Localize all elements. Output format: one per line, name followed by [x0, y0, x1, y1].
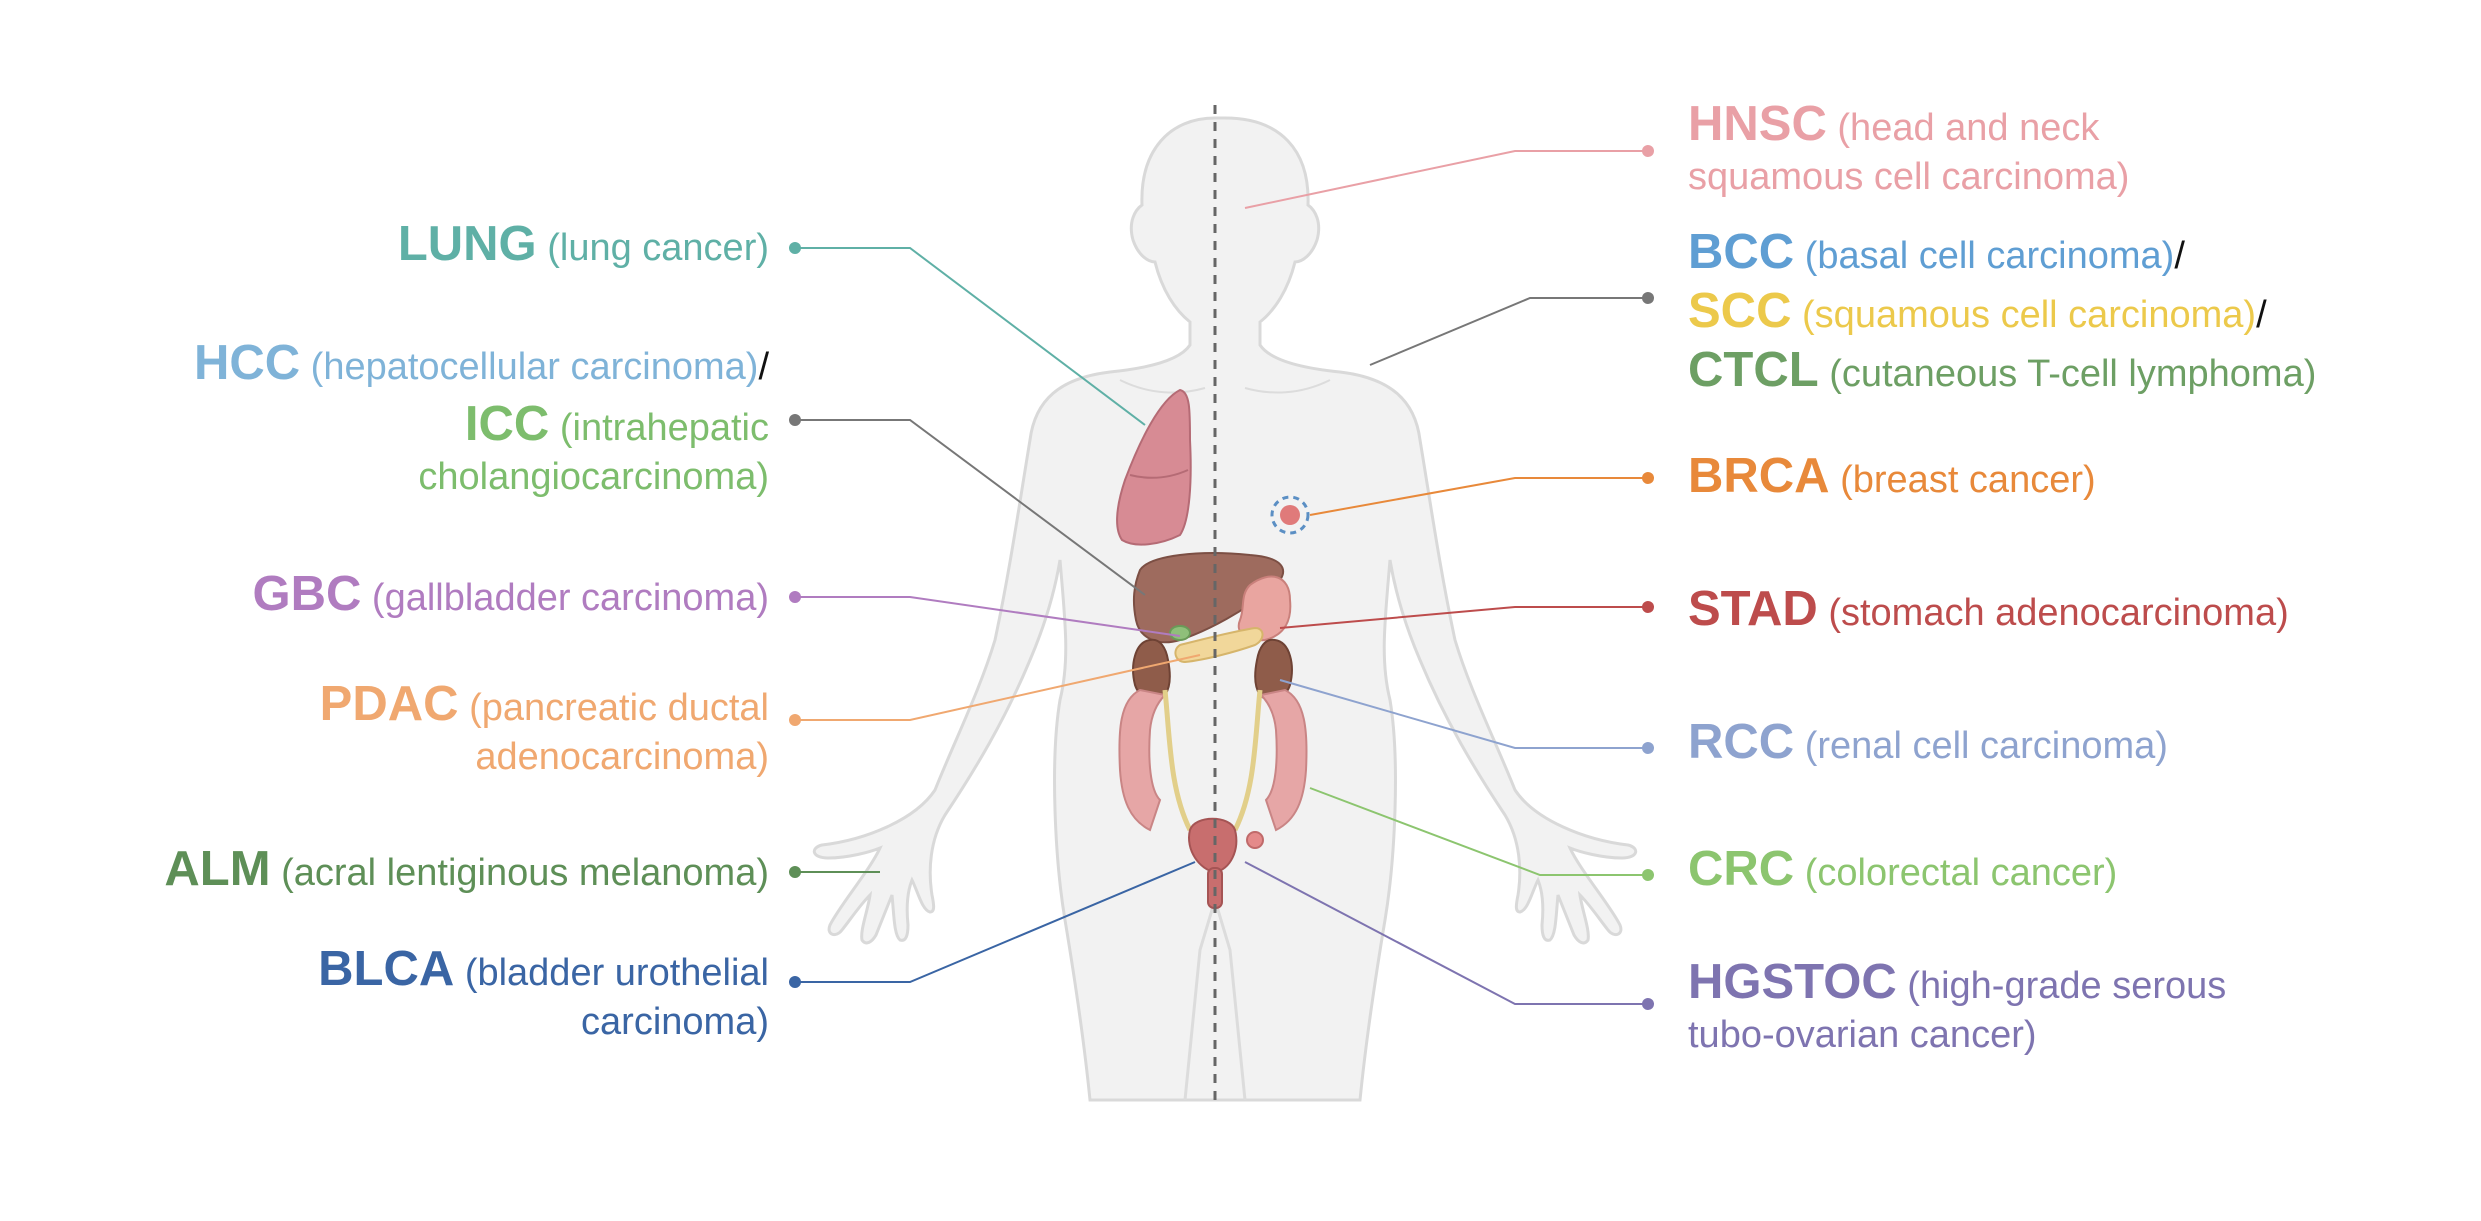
- label-lung-full: (lung cancer): [547, 227, 769, 269]
- clavicle-right: [1244, 379, 1331, 394]
- label-hnsc-full-2: squamous cell carcinoma): [1688, 156, 2130, 198]
- label-bcc-full: (basal cell carcinoma): [1804, 235, 2175, 277]
- connector-dot-crc: [1642, 869, 1654, 881]
- connector-lung: [795, 247, 1146, 426]
- label-pdac-full-2: adenocarcinoma): [475, 736, 769, 778]
- label-scc: SCC (squamous cell carcinoma)/: [1688, 287, 2267, 340]
- connector-hnsc: [1244, 150, 1648, 209]
- label-brca: BRCA (breast cancer): [1688, 452, 2096, 505]
- label-alm: ALM (acral lentiginous melanoma): [164, 845, 769, 898]
- label-brca-full: (breast cancer): [1840, 459, 2096, 501]
- colon-organ: [1118, 688, 1308, 832]
- label-ctcl-full: (cutaneous T-cell lymphoma): [1829, 353, 2317, 395]
- label-crc-full: (colorectal cancer): [1804, 852, 2118, 894]
- label-bcc-sep: /: [2174, 235, 2185, 277]
- label-stad-abbr: STAD: [1688, 582, 1818, 636]
- connector-dot-hgstoc: [1642, 998, 1654, 1010]
- label-gbc-abbr: GBC: [252, 567, 362, 621]
- bladder-organ: [1188, 817, 1238, 874]
- clavicle-left: [1119, 379, 1206, 394]
- label-pdac-abbr: PDAC: [319, 677, 459, 731]
- connector-hgstoc: [1244, 861, 1648, 1005]
- connector-dot-stad: [1642, 601, 1654, 613]
- connector-gbc: [795, 596, 1181, 637]
- connector-stad: [1279, 606, 1648, 629]
- organs: [1116, 388, 1310, 909]
- label-hcc-sep: /: [758, 346, 769, 388]
- gallbladder-organ: [1169, 625, 1191, 641]
- connector-dot-lung: [789, 242, 801, 254]
- connector-dot-blca: [789, 976, 801, 988]
- connectors-left: [789, 242, 1201, 988]
- connector-dot-skin: [1642, 292, 1654, 304]
- label-scc-sep: /: [2256, 294, 2267, 336]
- breast-tumor-marker: [1270, 495, 1310, 535]
- label-hgstoc-abbr: HGSTOC: [1688, 955, 1897, 1009]
- connector-brca: [1309, 477, 1648, 516]
- label-icc: ICC (intrahepatic cholangiocarcinoma): [418, 400, 769, 502]
- label-stad-full: (stomach adenocarcinoma): [1828, 592, 2289, 634]
- label-icc-abbr: ICC: [464, 397, 550, 451]
- label-lung-abbr: LUNG: [397, 217, 537, 271]
- connector-dot-hnsc: [1642, 145, 1654, 157]
- label-hcc: HCC (hepatocellular carcinoma)/: [194, 339, 769, 392]
- label-rcc-full: (renal cell carcinoma): [1804, 725, 2168, 767]
- label-hcc-full: (hepatocellular carcinoma): [310, 346, 759, 388]
- label-scc-abbr: SCC: [1688, 284, 1792, 338]
- ovary-organ: [1246, 831, 1264, 849]
- stomach-organ: [1237, 575, 1292, 642]
- label-alm-full: (acral lentiginous melanoma): [281, 852, 769, 894]
- label-rcc-abbr: RCC: [1688, 715, 1795, 769]
- label-bcc-abbr: BCC: [1688, 225, 1795, 279]
- connector-dot-pdac: [789, 714, 801, 726]
- label-rcc: RCC (renal cell carcinoma): [1688, 718, 2168, 771]
- connector-skin: [1369, 297, 1648, 366]
- connector-crc: [1309, 787, 1648, 876]
- label-hnsc: HNSC (head and neck squamous cell carcin…: [1688, 100, 2129, 202]
- label-stad: STAD (stomach adenocarcinoma): [1688, 585, 2289, 638]
- label-hcc-abbr: HCC: [193, 336, 301, 390]
- connector-liver: [795, 419, 1146, 596]
- label-icc-full-2: cholangiocarcinoma): [418, 456, 769, 498]
- label-hgstoc: HGSTOC (high-grade serous tubo-ovarian c…: [1688, 958, 2226, 1060]
- label-pdac-full-1: (pancreatic ductal: [469, 687, 769, 729]
- label-alm-abbr: ALM: [164, 842, 271, 896]
- label-hnsc-full-1: (head and neck: [1837, 107, 2100, 149]
- label-blca: BLCA (bladder urothelial carcinoma): [318, 945, 769, 1047]
- connector-dot-brca: [1642, 472, 1654, 484]
- label-blca-full-1: (bladder urothelial: [464, 952, 769, 994]
- connector-blca: [795, 861, 1196, 983]
- connector-dot-gbc: [789, 591, 801, 603]
- label-pdac: PDAC (pancreatic ductal adenocarcinoma): [320, 680, 769, 782]
- lung-lobe-line: [1129, 469, 1189, 479]
- label-hgstoc-full-2: tubo-ovarian cancer): [1688, 1014, 2037, 1056]
- connector-dot-rcc: [1642, 742, 1654, 754]
- breast-tumor-core: [1280, 505, 1300, 525]
- connector-dot-alm: [789, 866, 801, 878]
- label-ctcl-abbr: CTCL: [1688, 343, 1819, 397]
- label-lung: LUNG (lung cancer): [398, 220, 769, 273]
- label-crc: CRC (colorectal cancer): [1688, 845, 2117, 898]
- label-crc-abbr: CRC: [1688, 842, 1795, 896]
- label-gbc-full: (gallbladder carcinoma): [371, 577, 769, 619]
- label-gbc: GBC (gallbladder carcinoma): [252, 570, 769, 623]
- label-scc-full: (squamous cell carcinoma): [1802, 294, 2257, 336]
- label-bcc: BCC (basal cell carcinoma)/: [1688, 228, 2185, 281]
- connector-dot-liver: [789, 414, 801, 426]
- label-blca-full-2: carcinoma): [581, 1001, 769, 1043]
- label-brca-abbr: BRCA: [1688, 449, 1830, 503]
- label-icc-full-1: (intrahepatic: [559, 407, 769, 449]
- connector-rcc: [1279, 679, 1648, 749]
- connector-pdac: [795, 654, 1201, 721]
- ureters: [1162, 689, 1263, 832]
- label-hnsc-abbr: HNSC: [1688, 97, 1827, 151]
- lung-organ: [1116, 388, 1192, 546]
- label-hgstoc-full-1: (high-grade serous: [1907, 965, 2227, 1007]
- label-ctcl: CTCL (cutaneous T-cell lymphoma): [1688, 346, 2316, 399]
- connectors-right: [1244, 145, 1654, 1010]
- label-blca-abbr: BLCA: [318, 942, 455, 996]
